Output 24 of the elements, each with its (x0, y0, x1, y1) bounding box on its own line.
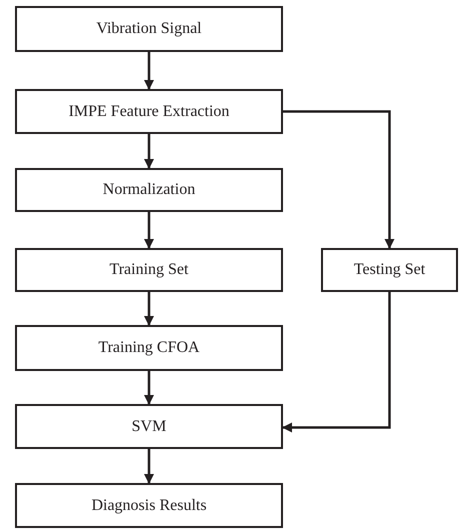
arrow (283, 110, 394, 249)
process-box (15, 248, 283, 292)
box-label: Normalization (102, 180, 196, 200)
process-box (15, 325, 283, 371)
process-box (15, 6, 283, 52)
arrow (144, 52, 154, 90)
box-label: Diagnosis Results (91, 496, 207, 516)
arrow (144, 371, 154, 405)
process-box (15, 404, 283, 449)
arrow (144, 212, 154, 249)
box-label: SVM (132, 416, 166, 436)
arrow (282, 292, 391, 432)
box-label: Training CFOA (98, 338, 200, 358)
box-label: IMPE Feature Extraction (68, 102, 230, 122)
process-box (321, 248, 458, 292)
process-box (15, 168, 283, 212)
box-label: Vibration Signal (96, 19, 202, 39)
box-label: Testing Set (354, 260, 426, 280)
arrow (144, 134, 154, 169)
process-box (15, 483, 283, 528)
arrow (144, 292, 154, 326)
box-label: Training Set (110, 260, 188, 280)
process-box (15, 89, 283, 134)
arrow (144, 449, 154, 484)
